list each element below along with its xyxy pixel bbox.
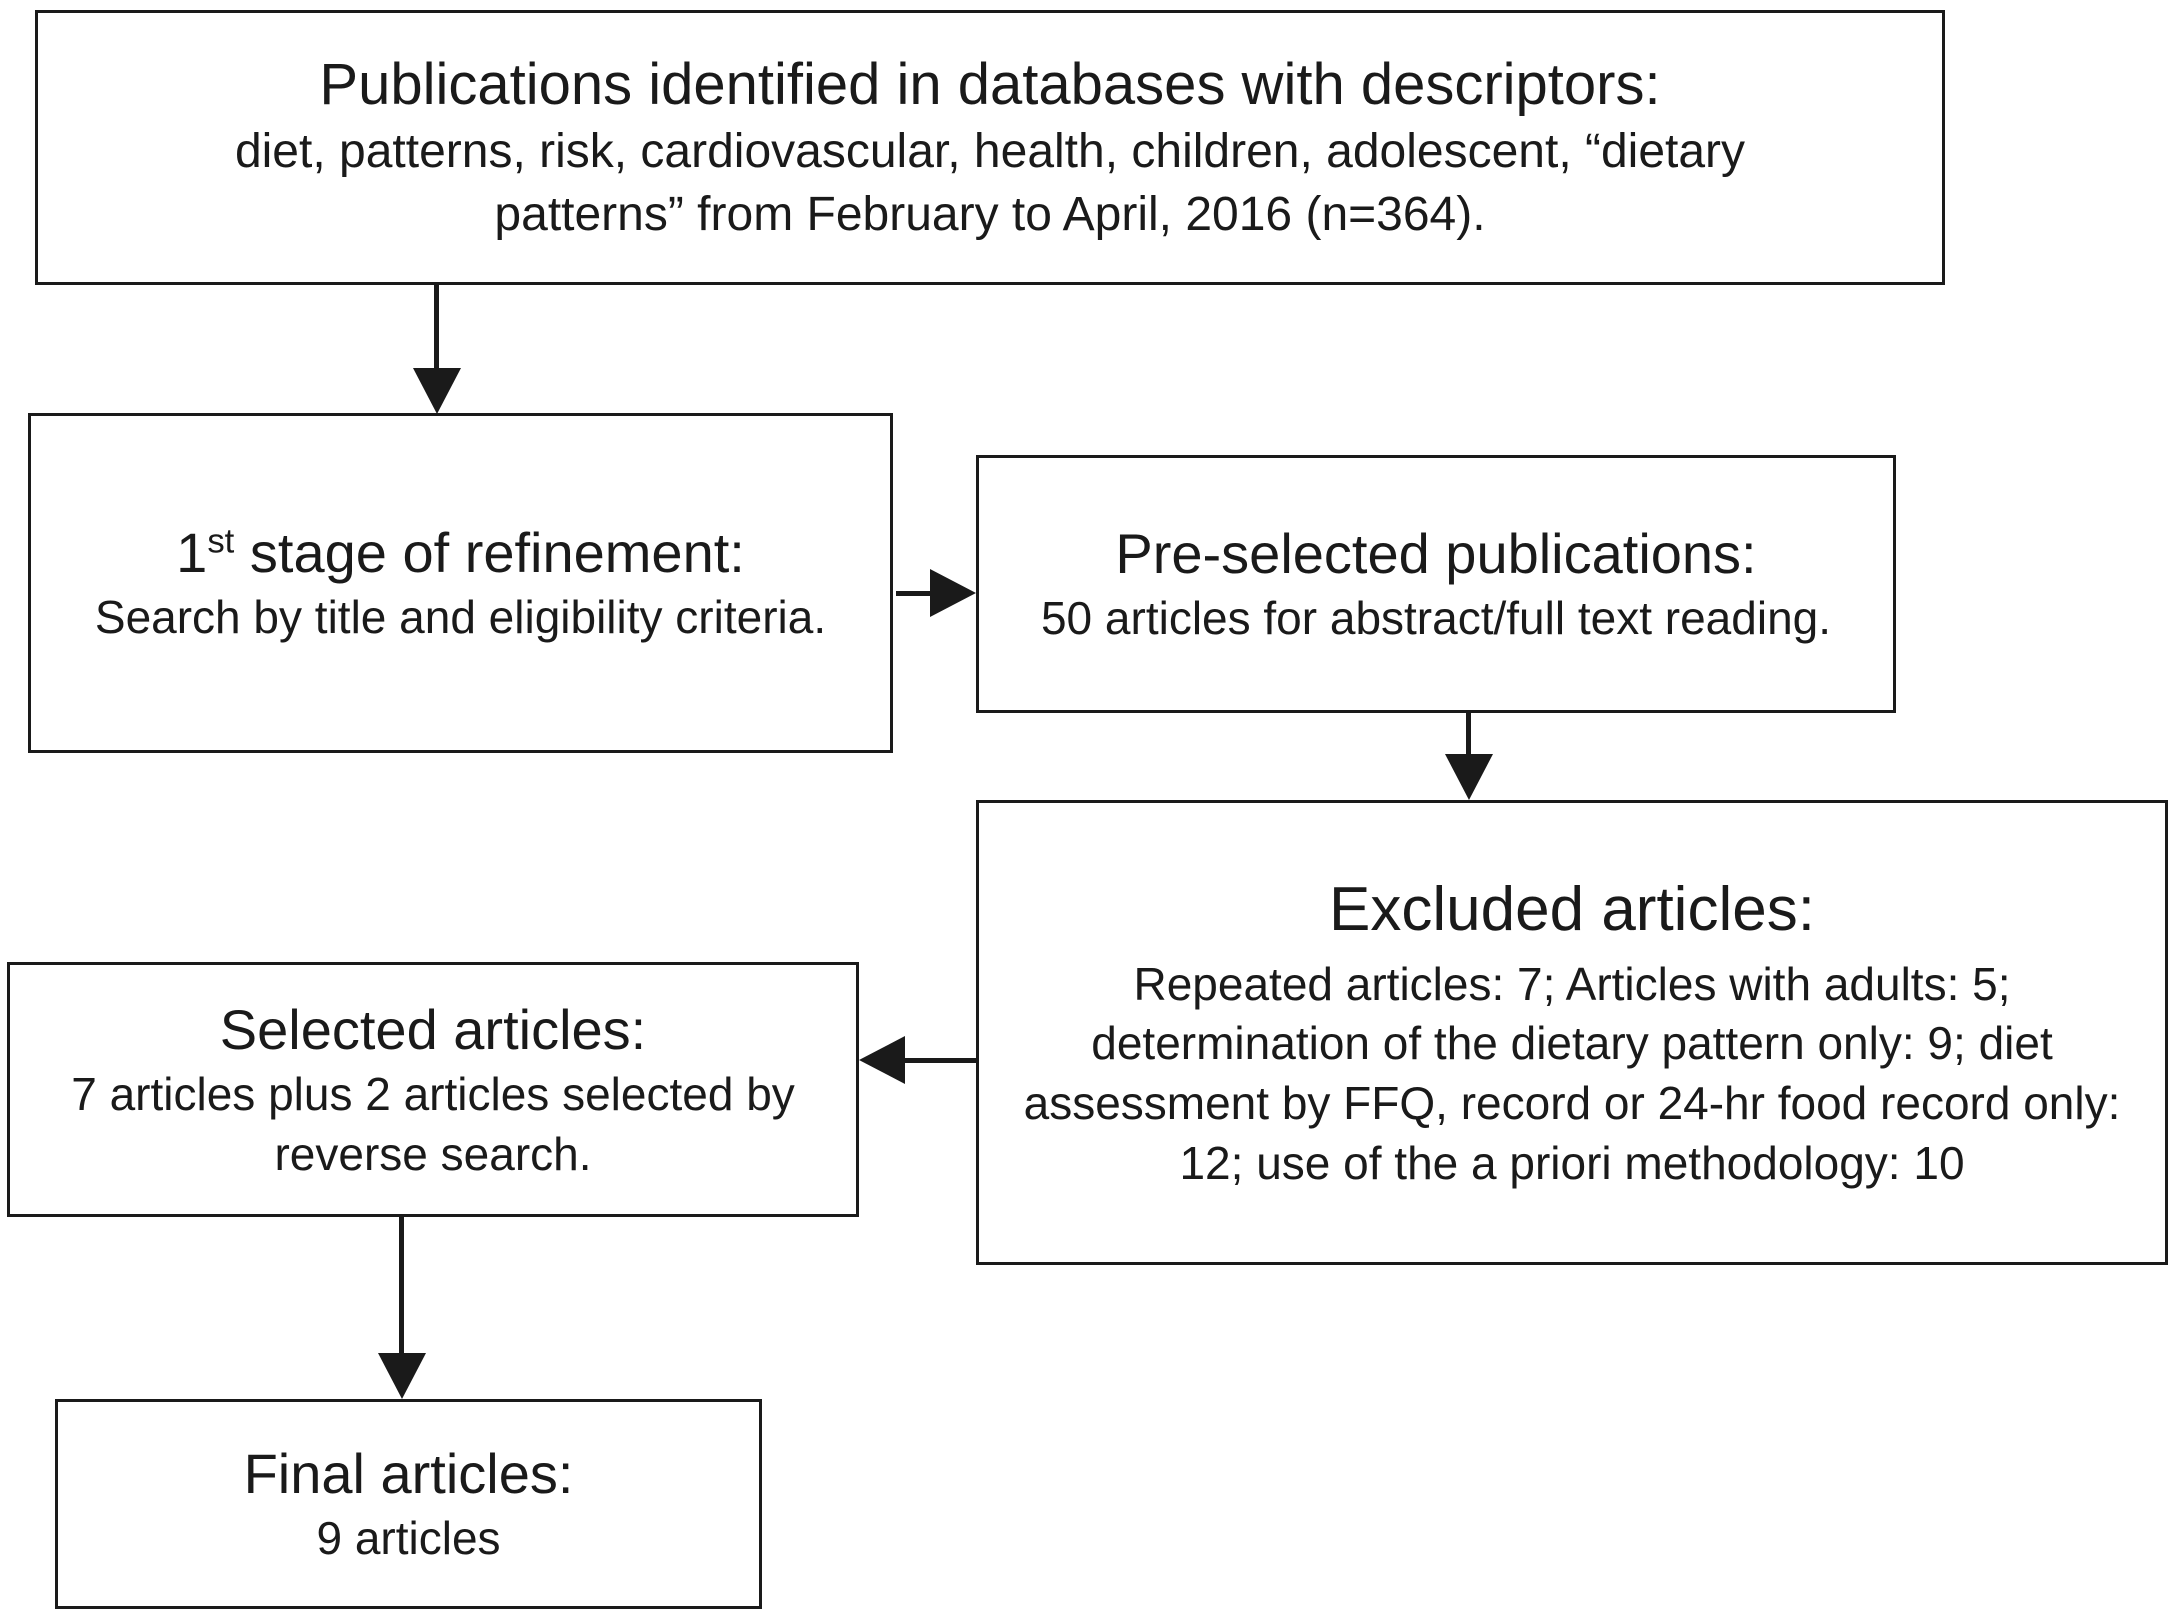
box-first-stage-refinement-title: 1st stage of refinement:	[176, 518, 745, 588]
box-publications-identified-title: Publications identified in databases wit…	[319, 51, 1661, 117]
box-selected-articles-title: Selected articles:	[219, 997, 647, 1061]
box-final-articles-title: Final articles:	[243, 1442, 574, 1506]
box-preselected-publications-title: Pre-selected publications:	[1115, 522, 1757, 586]
box-excluded-articles-body: Repeated articles: 7; Articles with adul…	[1023, 957, 2121, 1190]
box-final-articles-body: 9 articles	[316, 1512, 501, 1565]
box-first-stage-refinement: 1st stage of refinement: Search by title…	[28, 413, 893, 753]
box-final-articles: Final articles: 9 articles	[55, 1399, 762, 1609]
box-selected-articles: Selected articles: 7 articles plus 2 art…	[7, 962, 859, 1217]
refinement-title-rest: stage of refinement:	[234, 521, 745, 585]
box-selected-articles-body: 7 articles plus 2 articles selected by r…	[71, 1067, 795, 1180]
box-publications-identified-body: diet, patterns, risk, cardiovascular, he…	[234, 125, 1746, 241]
box-first-stage-refinement-body: Search by title and eligibility criteria…	[94, 591, 827, 644]
box-excluded-articles: Excluded articles: Repeated articles: 7;…	[976, 800, 2168, 1265]
box-excluded-articles-title: Excluded articles:	[1329, 875, 1815, 945]
box-preselected-publications-body: 50 articles for abstract/full text readi…	[1040, 592, 1832, 645]
box-publications-identified: Publications identified in databases wit…	[35, 10, 1945, 285]
refinement-title-superscript: st	[207, 522, 235, 561]
box-preselected-publications: Pre-selected publications: 50 articles f…	[976, 455, 1896, 713]
refinement-title-number: 1	[176, 521, 208, 585]
